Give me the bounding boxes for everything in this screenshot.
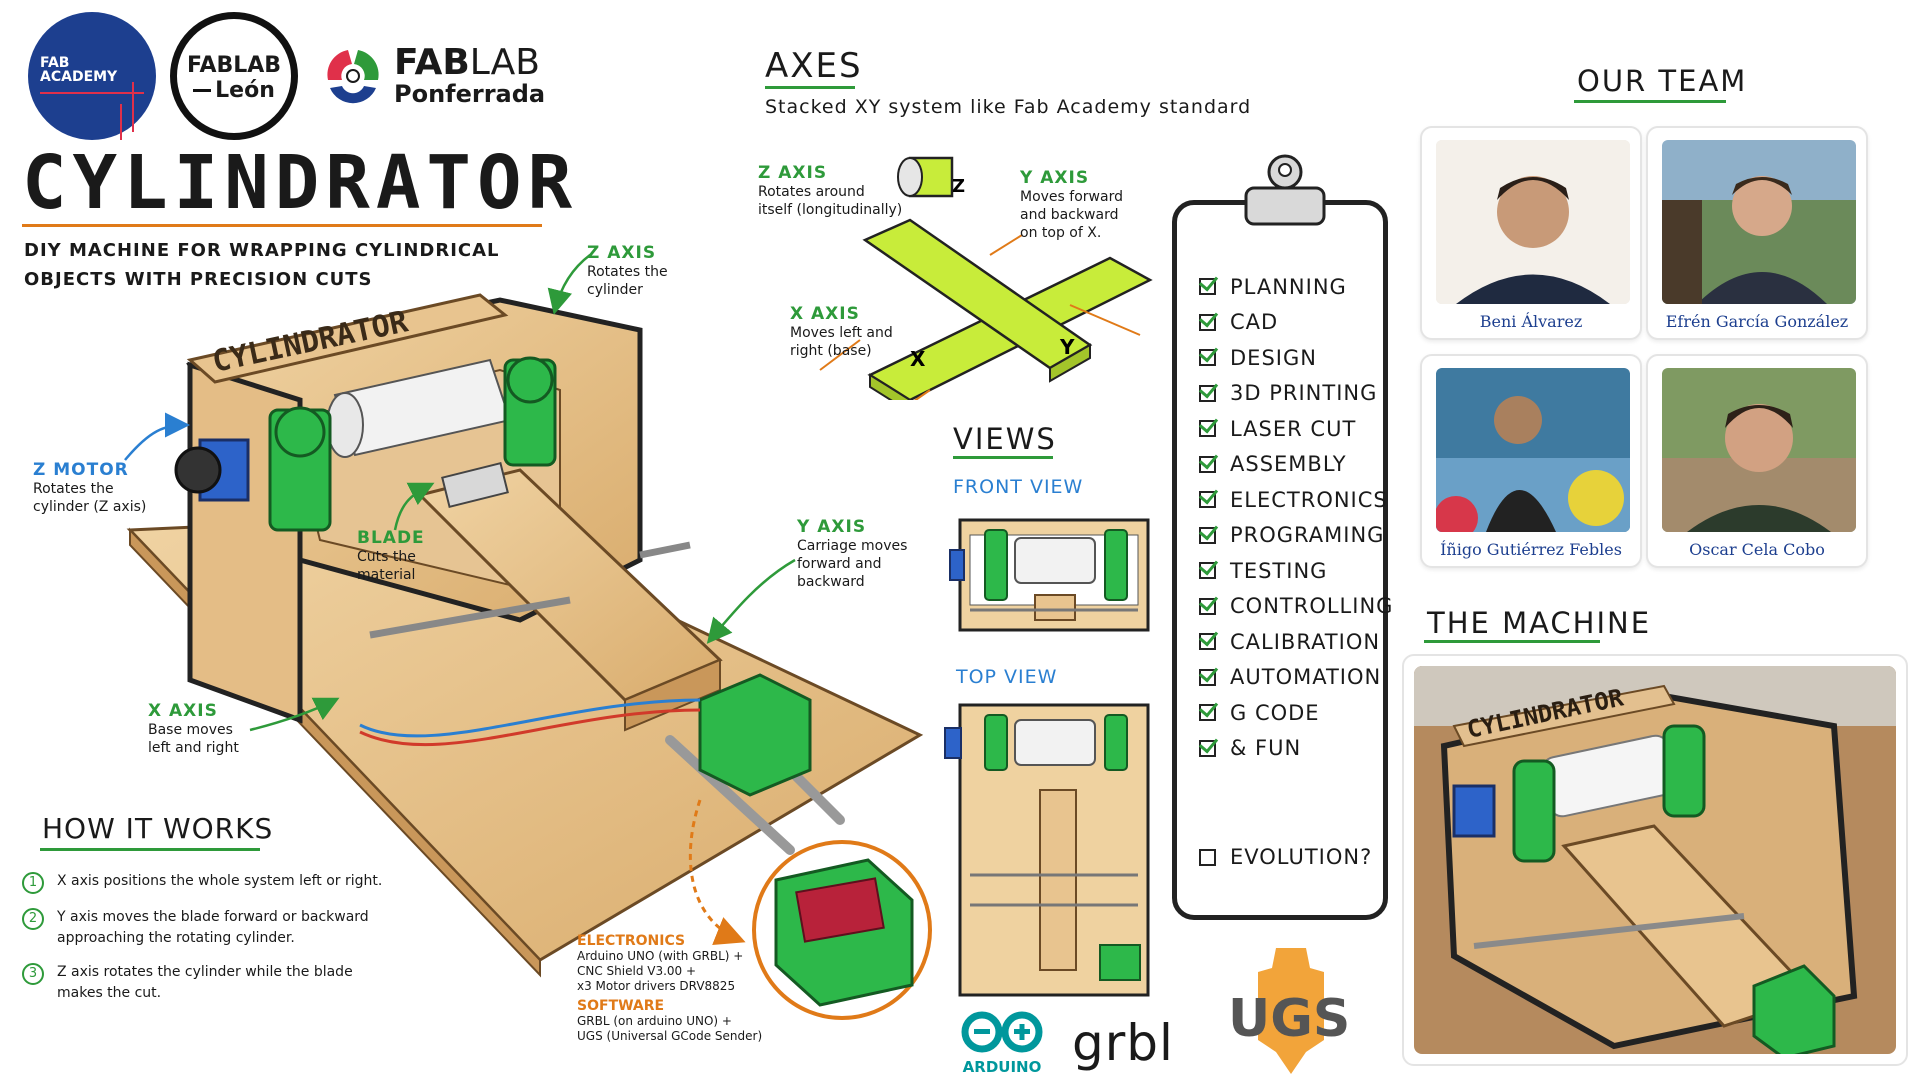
z-mark: Z (952, 176, 965, 197)
axes-title: AXES (765, 46, 863, 86)
checklist-item: AUTOMATION (1199, 660, 1393, 696)
checkbox-checked-icon (1199, 704, 1216, 722)
callout-y-axis: Y AXIS Carriage moves forward and backwa… (797, 517, 908, 590)
checklist-item: & FUN (1199, 731, 1393, 767)
top-view-label: TOP VIEW (956, 666, 1058, 688)
callout-x-axis: X AXIS Base moves left and right (148, 701, 239, 756)
checklist-item: PROGRAMING (1199, 518, 1393, 554)
fablab-ponferrada-logo: FABLAB Ponferrada (318, 40, 548, 110)
team-title: OUR TEAM (1577, 64, 1748, 98)
callout-z-axis: Z AXIS Rotates the cylinder (587, 243, 668, 298)
axes-underline (765, 86, 855, 89)
checklist-item: CAD (1199, 305, 1393, 341)
front-view-drawing (949, 518, 1150, 632)
checkbox-checked-icon (1199, 349, 1216, 367)
machine-photo: CYLINDRATOR (1402, 654, 1908, 1066)
checkbox-checked-icon (1199, 455, 1216, 473)
checkbox-checked-icon (1199, 597, 1216, 615)
fab-academy-logo: FAB ACADEMY (28, 12, 156, 140)
machine-section-title: THE MACHINE (1427, 606, 1652, 640)
team-card: Beni Álvarez (1420, 126, 1642, 340)
team-card: Íñigo Gutiérrez Febles (1420, 354, 1642, 568)
views-title: VIEWS (953, 422, 1057, 456)
callout-blade: BLADE Cuts the material (357, 528, 425, 583)
avatar (1436, 140, 1630, 304)
checkbox-checked-icon (1199, 420, 1216, 438)
how-it-works-underline (40, 848, 260, 851)
axes-y-label: Y AXIS Moves forward and backward on top… (1020, 168, 1123, 241)
page-subtitle: DIY MACHINE FOR WRAPPING CYLINDRICAL OBJ… (24, 240, 500, 290)
front-view-label: FRONT VIEW (953, 476, 1084, 498)
machine-illustration: CYLINDRATOR (124, 254, 932, 1020)
electronics-box (698, 673, 812, 797)
checkbox-checked-icon (1199, 278, 1216, 296)
how-it-works-title: HOW IT WORKS (42, 812, 274, 845)
checklist-item: CONTROLLING (1199, 589, 1393, 625)
checklist-item: CALIBRATION (1199, 624, 1393, 660)
checklist-item-pending: EVOLUTION? (1199, 845, 1372, 869)
grbl-logo: grbl (1072, 1014, 1174, 1072)
axes-subtitle: Stacked XY system like Fab Academy stand… (765, 96, 1252, 118)
avatar (1662, 368, 1856, 532)
x-mark: X (910, 347, 926, 371)
views-underline (953, 456, 1053, 459)
checklist-item: ELECTRONICS (1199, 482, 1393, 518)
checklist-item: ASSEMBLY (1199, 447, 1393, 483)
axes-x-label: X AXIS Moves left and right (base) (790, 304, 893, 359)
title-underline (22, 224, 542, 227)
team-card: Efrén García González (1646, 126, 1868, 340)
checklist-item: PLANNING (1199, 269, 1393, 305)
checklist: PLANNING CAD DESIGN 3D PRINTING LASER CU… (1199, 269, 1393, 766)
checkbox-checked-icon (1199, 313, 1216, 331)
axes-diagram: X Y Z (819, 156, 1153, 400)
machine-section-underline (1424, 640, 1600, 643)
checkbox-checked-icon (1199, 562, 1216, 580)
checkbox-checked-icon (1199, 668, 1216, 686)
checklist-item: 3D PRINTING (1199, 376, 1393, 412)
blade-holder (441, 461, 509, 509)
arduino-logo: ARDUINO (960, 1010, 1044, 1076)
checkbox-checked-icon (1199, 384, 1216, 402)
avatar (1662, 140, 1856, 304)
machine-photo-image: CYLINDRATOR (1414, 666, 1896, 1054)
fablab-leon-logo: FABLAB León (170, 12, 298, 140)
axes-z-label: Z AXIS Rotates around itself (longitudin… (758, 163, 903, 218)
arduino-infinity-icon (961, 1011, 1043, 1053)
checkbox-checked-icon (1199, 633, 1216, 651)
checkbox-checked-icon (1199, 526, 1216, 544)
team-underline (1574, 100, 1726, 103)
clipboard-clip-icon (1244, 154, 1326, 226)
svg-text:UGS: UGS (1228, 989, 1350, 1049)
fablab-symbol-icon (327, 50, 379, 104)
y-mark: Y (1059, 335, 1075, 359)
step-1: 1 X axis positions the whole system left… (22, 871, 402, 894)
page-title: CYLINDRATOR (22, 140, 579, 226)
checkbox-checked-icon (1199, 491, 1216, 509)
callout-z-motor: Z MOTOR Rotates the cylinder (Z axis) (33, 460, 147, 515)
sign-board (186, 293, 509, 384)
team-card: Oscar Cela Cobo (1646, 354, 1868, 568)
checklist-item: TESTING (1199, 553, 1393, 589)
checkbox-empty-icon (1199, 848, 1216, 866)
checklist-item: LASER CUT (1199, 411, 1393, 447)
checklist-clipboard: PLANNING CAD DESIGN 3D PRINTING LASER CU… (1172, 200, 1392, 920)
electronics-info: ELECTRONICS Arduino UNO (with GRBL) + CN… (577, 933, 763, 1044)
checklist-item: G CODE (1199, 695, 1393, 731)
step-3: 3 Z axis rotates the cylinder while the … (22, 962, 402, 1004)
top-view-drawing (944, 703, 1150, 997)
checklist-item: DESIGN (1199, 340, 1393, 376)
step-2: 2 Y axis moves the blade forward or back… (22, 907, 402, 949)
avatar (1436, 368, 1630, 532)
checkbox-checked-icon (1199, 739, 1216, 757)
ugs-logo: UGS (1228, 948, 1350, 1074)
